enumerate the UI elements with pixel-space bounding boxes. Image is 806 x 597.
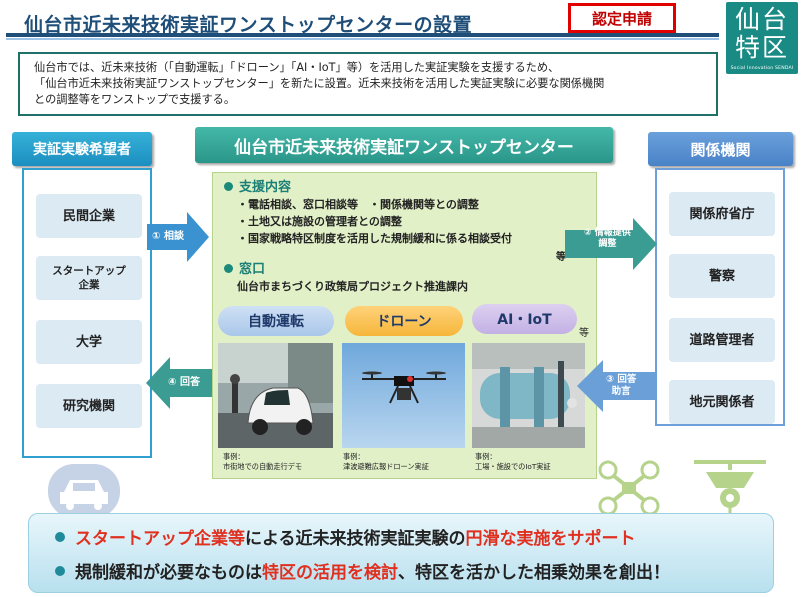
arrow-answer-advice <box>577 360 657 412</box>
arrow-reply <box>146 357 212 409</box>
window-detail: 仙台市まちづくり政策局プロジェクト推進課内 <box>237 280 468 293</box>
arrow-consult-label: ① 相談 <box>152 231 184 242</box>
summary-text: による近未来技術実証実験の <box>245 529 466 549</box>
example-desc: 津波避難広報ドローン実証 <box>343 462 429 471</box>
example-desc: 工場・施設でのIoT実証 <box>475 462 551 471</box>
arrow-answer-line2: 助言 <box>611 386 631 397</box>
logo-line1: 仙台 <box>734 5 789 34</box>
tech-pill-autonomous: 自動運転 <box>218 306 334 336</box>
example-caption: 事例： 津波避難広報ドローン実証 <box>343 452 429 472</box>
title-bar: 仙台市近未来技術実証ワンストップセンターの設置 <box>6 4 561 40</box>
arrow-answer-advice-label: ③ 回答 助言 <box>606 374 636 398</box>
tech-suffix: 等 <box>579 328 589 339</box>
tech-pill-ai-iot: AI・IoT <box>472 304 577 334</box>
applicant-startup: スタートアップ 企業 <box>36 256 142 300</box>
applicants-panel: 民間企業 スタートアップ 企業 大学 研究機関 <box>22 168 152 458</box>
arrow-info-line1: ② 情報提供 <box>584 228 631 238</box>
summary-text: 、特区を活かした相乗効果を創出！ <box>398 563 670 583</box>
support-suffix: 等 <box>556 252 566 263</box>
summary-text: 規制緩和が必要なものは <box>75 563 262 583</box>
applicants-header: 実証実験希望者 <box>12 132 152 166</box>
applicant-private-company: 民間企業 <box>36 194 142 238</box>
arrow-reply-label: ④ 回答 <box>168 377 200 388</box>
arrow-consult <box>147 212 209 262</box>
window-heading: 窓口 <box>224 258 265 277</box>
agency-ministries: 関係府省庁 <box>669 192 775 236</box>
support-item: ・電話相談、窓口相談等 ・関係機関等との調整 <box>237 198 479 211</box>
logo-subtitle: Social Innovation SENDAI <box>730 66 794 71</box>
agencies-panel: 関係府省庁 警察 道路管理者 地元関係者 <box>655 168 785 426</box>
applicant-research-institute: 研究機関 <box>36 384 142 428</box>
status-badge: 認定申請 <box>568 3 676 33</box>
tech-pill-drone: ドローン <box>345 306 463 336</box>
summary-highlight: 特区の活用を検討 <box>262 563 398 583</box>
intro-line: 仙台市では、近未来技術（「自動運転」「ドローン」「AI・IoT」等）を活用した実… <box>34 61 560 74</box>
example-label: 事例： <box>475 452 497 461</box>
photo-drone <box>342 343 465 448</box>
bullet-icon <box>224 264 233 273</box>
window-title: 窓口 <box>239 262 266 277</box>
example-label: 事例： <box>223 452 245 461</box>
center-header: 仙台市近未来技術実証ワンストップセンター <box>195 127 613 163</box>
summary-line-2: 規制緩和が必要なものは特区の活用を検討、特区を活かした相乗効果を創出！ <box>55 558 670 583</box>
arrow-info-provide-label: ② 情報提供 調整 <box>584 228 631 250</box>
example-desc: 市街地での自動走行デモ <box>223 462 303 471</box>
example-caption: 事例： 工場・施設でのIoT実証 <box>475 452 551 472</box>
support-title: 支援内容 <box>239 180 292 195</box>
support-item: ・土地又は施設の管理者との調整 <box>237 215 402 228</box>
photo-autonomous-car <box>218 343 333 448</box>
arrow-info-provide <box>565 218 657 270</box>
intro-line: との調整等をワンストップで支援する。 <box>34 93 236 106</box>
example-caption: 事例： 市街地での自動走行デモ <box>223 452 302 472</box>
bullet-icon <box>224 182 233 191</box>
drone-icon <box>598 460 660 516</box>
agencies-header: 関係機関 <box>648 132 793 166</box>
intro-line: 「仙台市近未来技術実証ワンストップセンター」を新たに設置。近未来技術を活用した実… <box>34 77 605 90</box>
arrow-answer-line1: ③ 回答 <box>606 374 637 385</box>
title-underline-light <box>6 38 719 40</box>
logo-line2: 特区 <box>734 33 789 62</box>
support-item: ・国家戦略特区制度を活用した規制緩和に係る相談受付 <box>237 232 512 245</box>
summary-highlight: スタートアップ企業等 <box>75 529 245 549</box>
summary-line-1: スタートアップ企業等による近未来技術実証実験の円滑な実施をサポート <box>55 524 636 549</box>
agency-police: 警察 <box>669 254 775 298</box>
photo-factory-iot <box>472 343 585 448</box>
intro-box: 仙台市では、近未来技術（「自動運転」「ドローン」「AI・IoT」等）を活用した実… <box>18 52 718 116</box>
arrow-info-line2: 調整 <box>598 239 617 249</box>
page-title: 仙台市近未来技術実証ワンストップセンターの設置 <box>24 14 473 36</box>
support-heading: 支援内容 <box>224 176 291 195</box>
car-icon <box>48 464 120 518</box>
example-label: 事例： <box>343 452 365 461</box>
agency-road-admin: 道路管理者 <box>669 318 775 362</box>
summary-highlight: 円滑な実施をサポート <box>465 529 636 549</box>
sendai-tokku-logo: 仙台 特区 Social Innovation SENDAI <box>726 2 798 74</box>
summary-box: スタートアップ企業等による近未来技術実証実験の円滑な実施をサポート 規制緩和が必… <box>28 513 774 593</box>
bullet-icon <box>55 566 65 576</box>
bullet-icon <box>55 532 65 542</box>
title-underline <box>6 33 719 37</box>
applicant-university: 大学 <box>36 320 142 364</box>
agency-local: 地元関係者 <box>669 380 775 424</box>
robot-icon <box>694 460 766 514</box>
